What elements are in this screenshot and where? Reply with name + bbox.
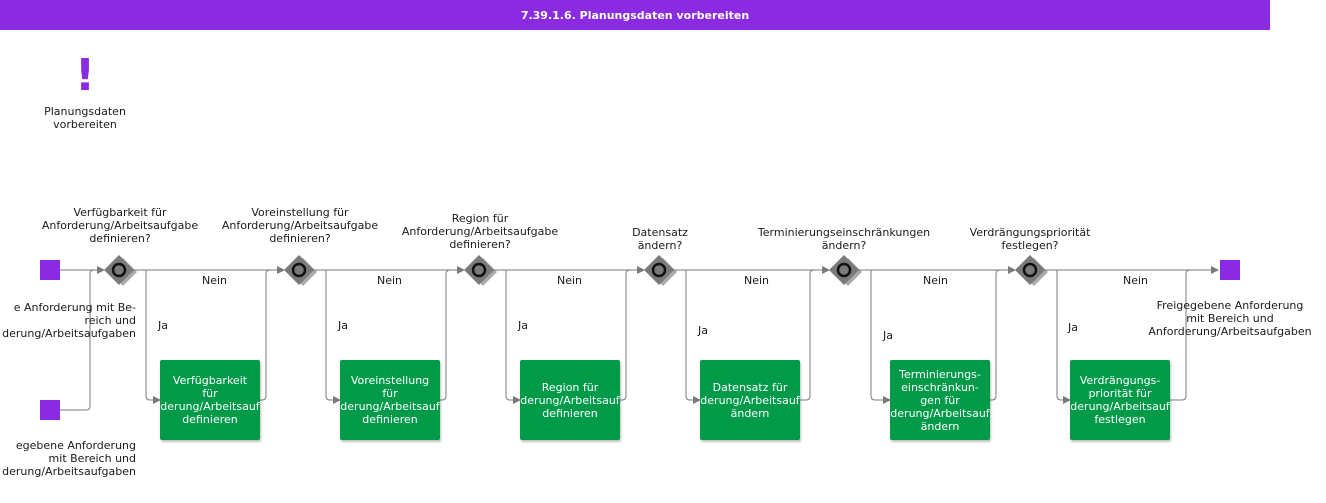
gateway-6 (1015, 255, 1048, 286)
no-label-6: Nein (1123, 274, 1149, 287)
task-label: Voreinstellung für derung/Arbeitsauf def… (340, 374, 440, 426)
gateway-label-5: Terminierungseinschränkungen ändern? (757, 226, 931, 252)
start-event-bottom (40, 400, 60, 420)
start-top-label: e Anforderung mit Be- reich und derung/A… (2, 301, 136, 340)
end-event (1220, 260, 1240, 280)
flow-yes-6 (1056, 270, 1071, 404)
gateway-5 (829, 255, 862, 286)
task-scheduling-constraints[interactable]: Terminierungs- einschränkun- gen für der… (890, 360, 990, 440)
exclamation-icon: ! (74, 50, 96, 101)
no-label-5: Nein (923, 274, 949, 287)
flow-back-5 (990, 269, 1001, 401)
task-region[interactable]: Region für derung/Arbeitsauf definieren (520, 360, 620, 440)
flow-yes-4 (685, 270, 701, 404)
task-label: Datensatz für derung/Arbeitsauf ändern (700, 380, 800, 420)
flow-back-3 (620, 269, 631, 401)
flow-back-6 (1170, 269, 1191, 401)
no-label-2: Nein (377, 274, 403, 287)
gateway-label-6: Verdrängungspriorität festlegen? (969, 226, 1091, 252)
gateway-4 (644, 255, 677, 286)
flow-back-2 (440, 269, 451, 401)
gateway-label-3: Region für Anforderung/Arbeitsaufgabe de… (401, 212, 559, 251)
task-default-setting[interactable]: Voreinstellung für derung/Arbeitsauf def… (340, 360, 440, 440)
no-label-1: Nein (202, 274, 228, 287)
yes-label-6: Ja (1068, 321, 1078, 334)
flow-yes-3 (505, 270, 521, 404)
gateway-label-4: Datensatz ändern? (632, 226, 688, 252)
diagram-title: 7.39.1.6. Planungsdaten vorbereiten (520, 8, 750, 22)
yes-label-5: Ja (883, 329, 893, 342)
task-label: Terminierungs- einschränkun- gen für der… (890, 367, 990, 433)
task-label: Verdrängungs- priorität für derung/Arbei… (1070, 374, 1170, 426)
flow-start-bottom (60, 269, 95, 411)
yes-label-3: Ja (518, 319, 528, 332)
task-label: Verfügbarkeit für derung/Arbeitsauf defi… (160, 374, 260, 426)
flow-yes-5 (870, 270, 891, 404)
gateway-label-2: Voreinstellung für Anforderung/Arbeitsau… (221, 206, 379, 245)
task-preemption-priority[interactable]: Verdrängungs- priorität für derung/Arbei… (1070, 360, 1170, 440)
yes-label-2: Ja (338, 319, 348, 332)
start-event-top (40, 260, 60, 280)
trigger-label: Planungsdaten vorbereiten (44, 105, 126, 131)
flow-yes-2 (325, 270, 341, 404)
task-availability[interactable]: Verfügbarkeit für derung/Arbeitsauf defi… (160, 360, 260, 440)
gateway-2 (284, 255, 317, 286)
flow-back-1 (260, 269, 271, 401)
yes-label-1: Ja (158, 319, 168, 332)
task-record[interactable]: Datensatz für derung/Arbeitsauf ändern (700, 360, 800, 440)
no-label-3: Nein (557, 274, 583, 287)
gateway-1 (104, 255, 137, 286)
task-label: Region für derung/Arbeitsauf definieren (520, 380, 620, 420)
diagram-title-bar: 7.39.1.6. Planungsdaten vorbereiten (0, 0, 1270, 30)
no-label-4: Nein (744, 274, 770, 287)
start-bottom-label: egebene Anforderung mit Bereich und deru… (2, 439, 136, 478)
end-label: Freigegebene Anforderung mit Bereich und… (1148, 299, 1312, 338)
gateway-label-1: Verfügbarkeit für Anforderung/Arbeitsauf… (41, 206, 199, 245)
gateway-3 (464, 255, 497, 286)
flow-yes-1 (145, 270, 161, 404)
yes-label-4: Ja (698, 324, 708, 337)
flow-back-4 (800, 269, 815, 401)
